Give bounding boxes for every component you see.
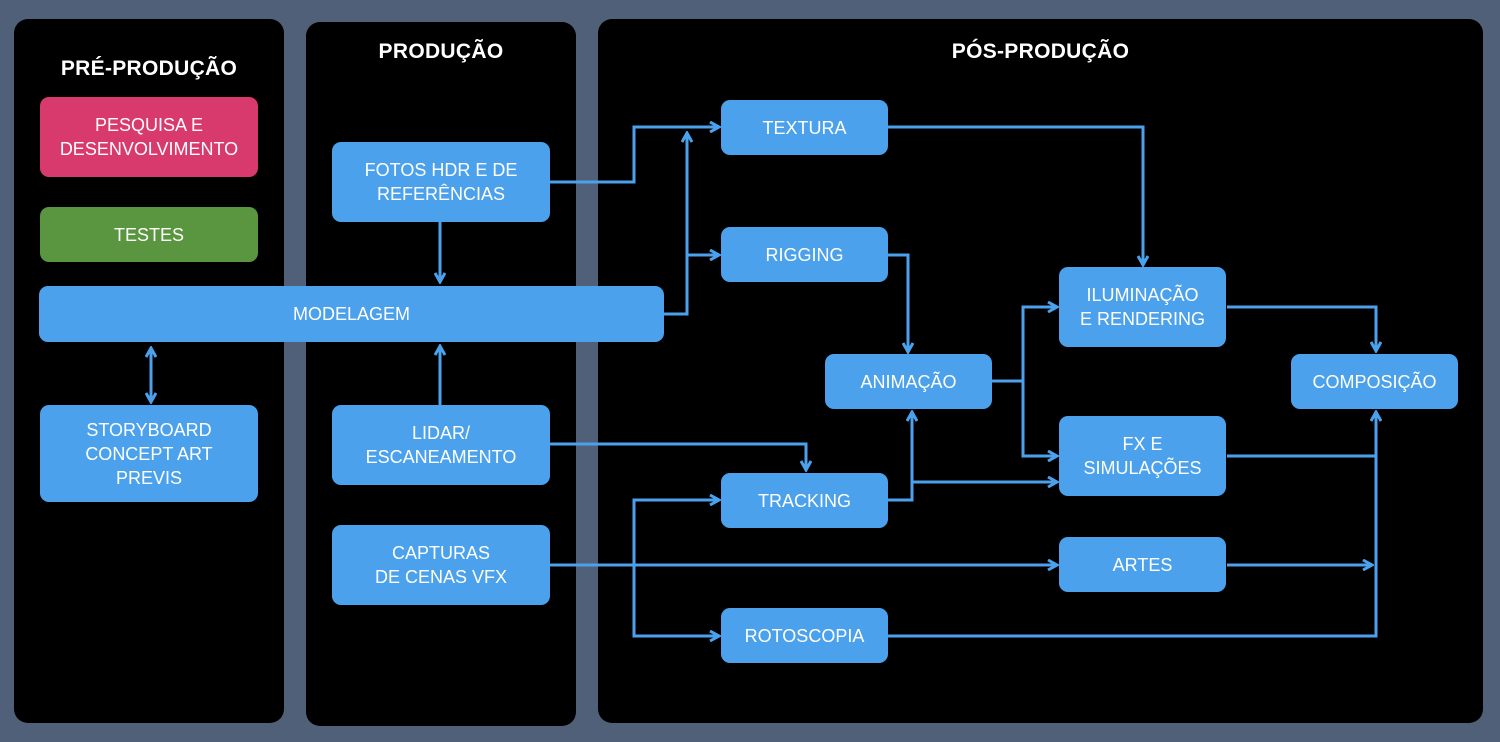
node-animacao[interactable]: ANIMAÇÃO: [825, 354, 992, 409]
node-fotos-hdr[interactable]: FOTOS HDR E DE REFERÊNCIAS: [332, 142, 550, 222]
production-panel: PRODUÇÃO: [306, 22, 576, 726]
node-storyboard[interactable]: STORYBOARD CONCEPT ART PREVIS: [40, 405, 258, 502]
node-tracking[interactable]: TRACKING: [721, 473, 888, 528]
node-testes[interactable]: TESTES: [40, 207, 258, 262]
node-artes[interactable]: ARTES: [1059, 537, 1226, 592]
node-pesquisa[interactable]: PESQUISA E DESENVOLVIMENTO: [40, 97, 258, 177]
node-composicao[interactable]: COMPOSIÇÃO: [1291, 354, 1458, 409]
node-iluminacao[interactable]: ILUMINAÇÃO E RENDERING: [1059, 267, 1226, 347]
pre-production-title: PRÉ-PRODUÇÃO: [60, 57, 238, 80]
node-lidar[interactable]: LIDAR/ ESCANEAMENTO: [332, 405, 550, 485]
node-rigging[interactable]: RIGGING: [721, 227, 888, 282]
node-fx[interactable]: FX E SIMULAÇÕES: [1059, 416, 1226, 496]
node-capturas[interactable]: CAPTURAS DE CENAS VFX: [332, 525, 550, 605]
production-title: PRODUÇÃO: [378, 40, 504, 63]
post-production-title: PÓS-PRODUÇÃO: [951, 40, 1130, 63]
node-textura[interactable]: TEXTURA: [721, 100, 888, 155]
node-rotoscopia[interactable]: ROTOSCOPIA: [721, 608, 888, 663]
node-modelagem[interactable]: MODELAGEM: [39, 286, 664, 342]
